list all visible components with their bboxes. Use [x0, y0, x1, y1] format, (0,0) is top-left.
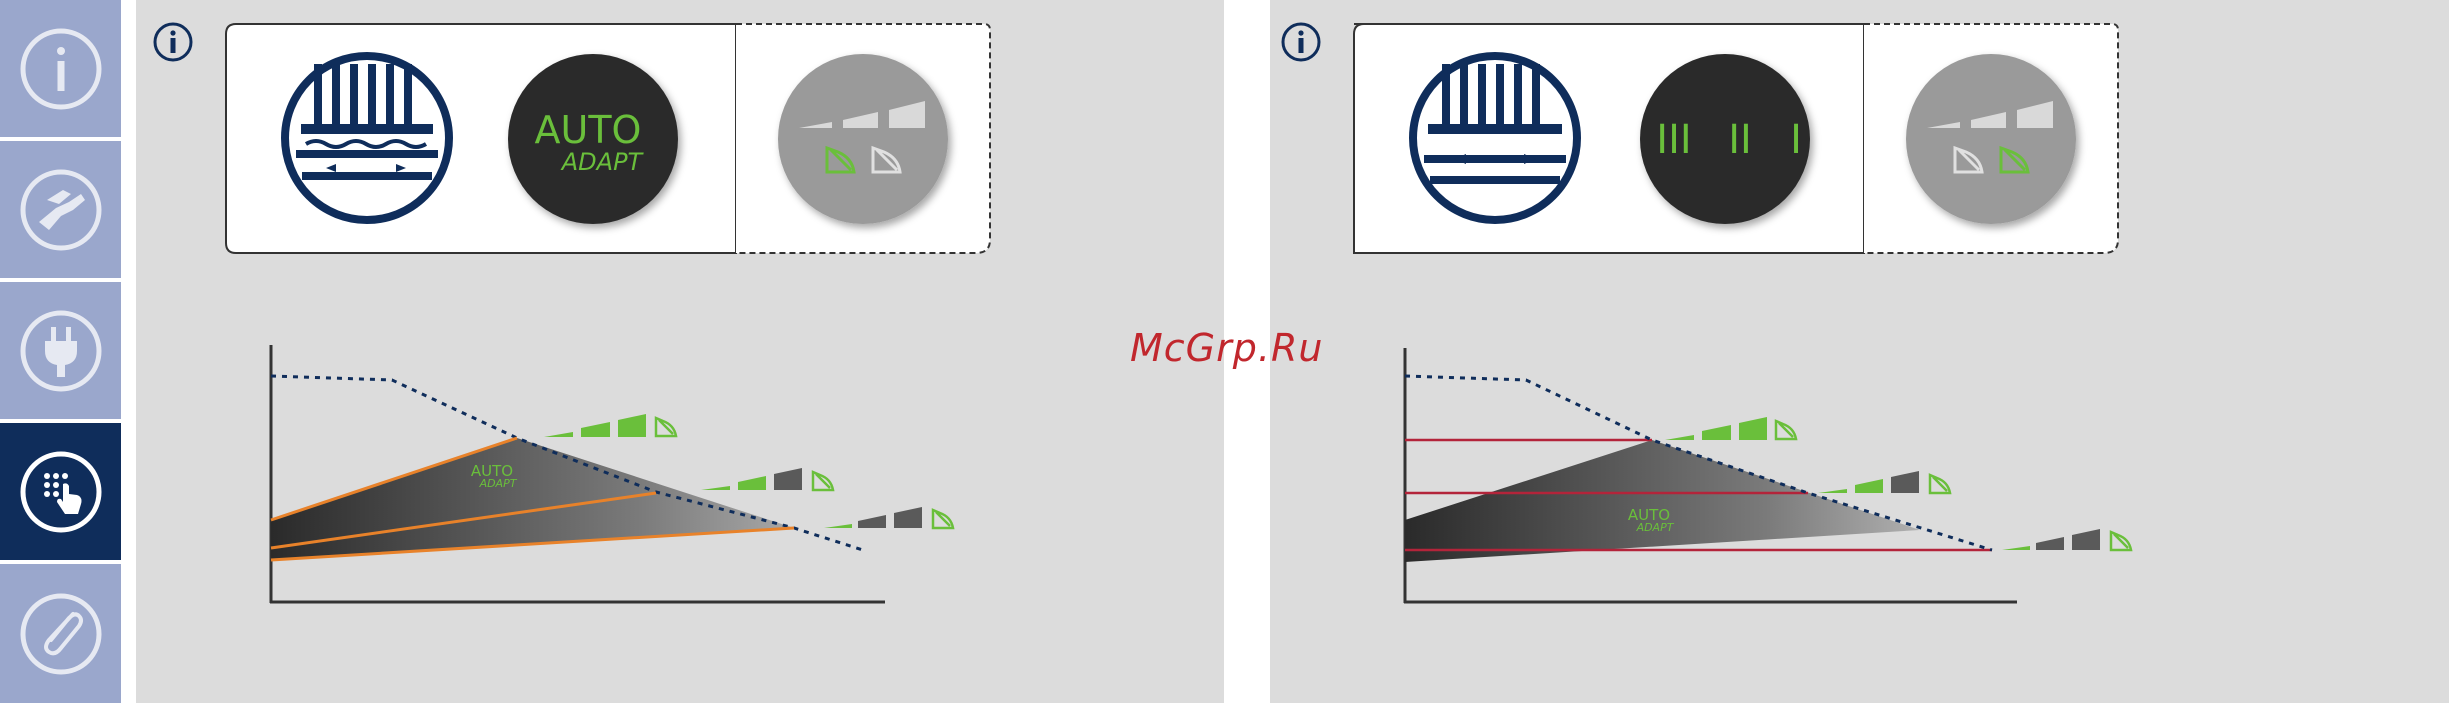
sidebar-item-info[interactable] [0, 0, 121, 137]
speed-indicator-medium [1818, 471, 1950, 493]
sidebar-item-attachments[interactable] [0, 564, 121, 703]
paperclip-icon [1, 574, 121, 694]
pump-curve-graph: AUTO ADAPT [1404, 348, 2131, 603]
info-icon[interactable] [1283, 24, 1319, 60]
speed-indicator-high [544, 414, 676, 437]
speed-label-3: III [1656, 117, 1691, 163]
underfloor-heating-icon [1413, 56, 1577, 220]
speed-indicator-low [2002, 529, 2131, 550]
sidebar-item-service[interactable] [0, 141, 121, 278]
sidebar [0, 0, 121, 703]
speed-label-2: II [1728, 117, 1752, 163]
speed-indicator-low [824, 507, 953, 528]
info-icon[interactable] [155, 24, 191, 60]
night-setback-button[interactable] [1906, 54, 2076, 224]
right-panel: III II I AUTO ADAPT [1270, 0, 2449, 703]
left-panel: AUTO ADAPT AUTO ADAPT [136, 0, 1224, 703]
graph-label-adapt: ADAPT [1636, 521, 1675, 534]
watermark: McGrp.Ru [1130, 326, 1323, 370]
touch-keypad-icon [1, 432, 121, 552]
heating-mode-icon [285, 56, 449, 220]
auto-adapt-area [271, 438, 794, 560]
info-icon [1, 9, 121, 129]
speed-label-1: I [1790, 117, 1802, 163]
sidebar-item-control[interactable] [0, 423, 121, 560]
hand-wrench-icon [1, 150, 121, 270]
auto-adapt-area [1405, 440, 1920, 562]
night-setback-button[interactable] [778, 54, 948, 224]
sidebar-item-power[interactable] [0, 282, 121, 419]
plug-icon [1, 291, 121, 411]
mode-label-adapt: ADAPT [560, 148, 645, 176]
speed-indicator-medium [701, 468, 833, 490]
pump-curve-graph: AUTO ADAPT [270, 345, 953, 603]
graph-label-adapt: ADAPT [479, 477, 518, 490]
mode-label-auto: AUTO [535, 108, 642, 152]
speed-indicator-high [1665, 417, 1796, 440]
